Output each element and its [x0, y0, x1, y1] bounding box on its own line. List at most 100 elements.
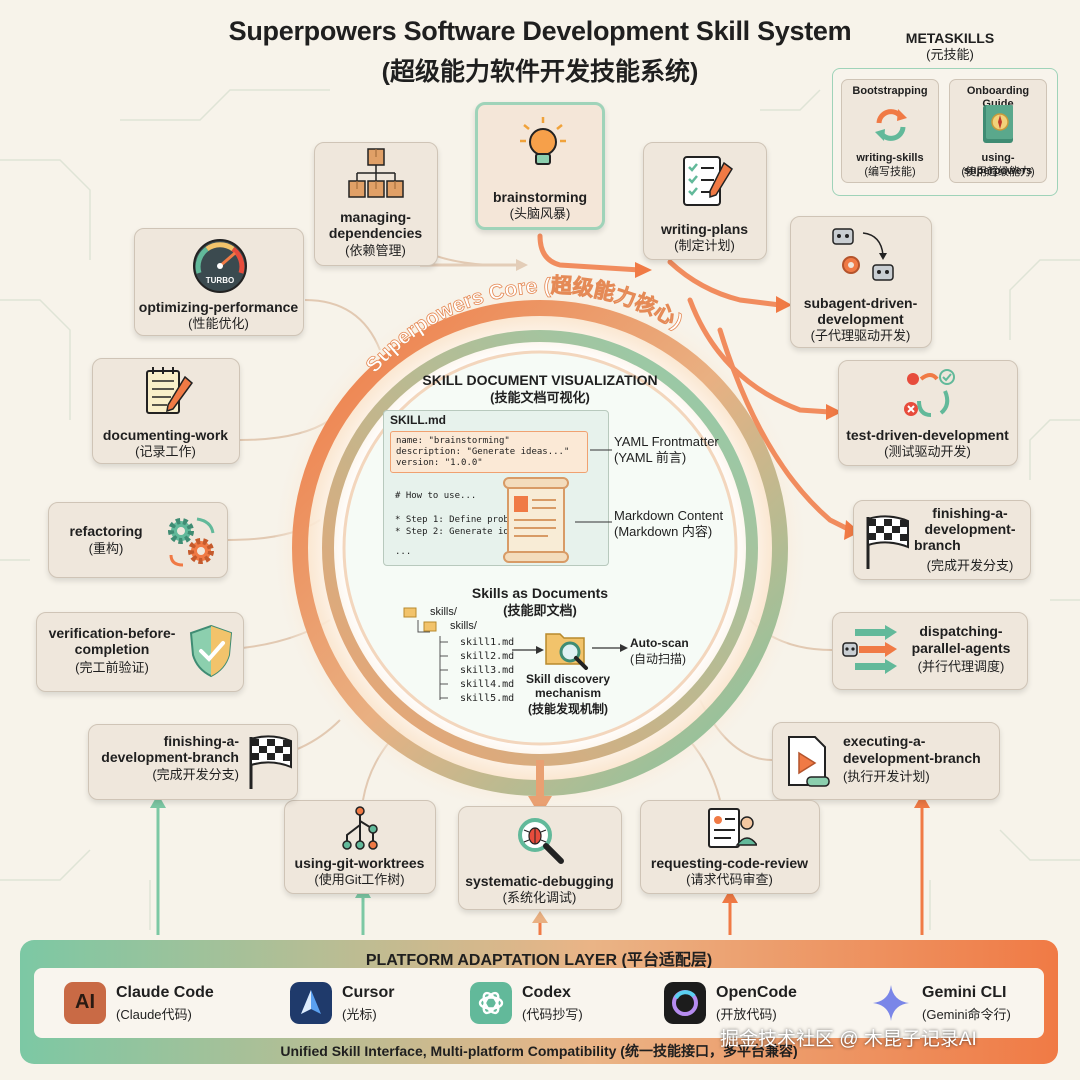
skill-name-line2: completion	[74, 641, 150, 657]
openai-logo-icon	[470, 982, 512, 1024]
skill-name-zh: (请求代码审查)	[686, 872, 773, 887]
notepad-pen-icon	[146, 367, 194, 414]
skill-card-refactoring[interactable]: refactoring (重构)	[48, 502, 228, 578]
skill-name: writing-plans	[660, 221, 749, 237]
gauge-label: TURBO	[206, 276, 234, 285]
platform-footer: Unified Skill Interface, Multi-platform …	[280, 1043, 798, 1059]
opencode-logo-icon	[664, 982, 706, 1024]
skill-name-zh: (头脑风暴)	[509, 206, 571, 221]
markdown-label-zh: (Markdown 内容)	[614, 524, 713, 539]
skill-card-optimizing-performance[interactable]: TURBO optimizing-performance (性能优化)	[134, 228, 304, 336]
checkered-flag-icon	[866, 515, 909, 569]
platform-cursor[interactable]: Cursor (光标)	[290, 980, 440, 1028]
skill-name-zh: (子代理驱动开发)	[810, 328, 911, 343]
skill-name-line2: parallel-agents	[911, 640, 1011, 656]
skill-card-dispatching-parallel-agents[interactable]: dispatching- parallel-agents (并行代理调度)	[832, 612, 1028, 690]
platform-name-zh: (代码抄写)	[522, 1007, 583, 1022]
skill-name: systematic-debugging	[465, 873, 614, 889]
review-document-icon	[708, 808, 757, 848]
metaskill-using-superpowers[interactable]: Onboarding Guide using-superpowers (使用超级…	[949, 79, 1047, 183]
skill-name-zh: (测试驱动开发)	[884, 444, 971, 459]
discovery-label-zh: (技能发现机制)	[528, 702, 608, 716]
platform-name-zh: (Claude代码)	[116, 1007, 192, 1022]
page-title: Superpowers Software Development Skill S…	[228, 16, 852, 46]
skill-name-zh: (制定计划)	[674, 238, 735, 253]
file-tab: SKILL.md	[390, 413, 446, 427]
skill-name-line2: development-branch	[101, 749, 239, 765]
platform-name: Claude Code	[116, 984, 214, 1001]
claude-logo-icon: AI	[64, 982, 106, 1024]
skill-card-test-driven-development[interactable]: test-driven-development (测试驱动开发)	[838, 360, 1018, 466]
skill-card-using-git-worktrees[interactable]: using-git-worktrees (使用Git工作树)	[284, 800, 436, 894]
boxes-tree-icon	[348, 148, 404, 198]
play-document-icon	[788, 736, 830, 787]
markdown-label: Markdown Content	[614, 508, 724, 523]
compass-book-icon	[983, 105, 1013, 143]
skill-name-zh: (使用Git工作树)	[314, 872, 405, 887]
git-tree-icon	[342, 806, 378, 850]
skill-name-zh: (并行代理调度)	[917, 659, 1005, 674]
checklist-icon	[683, 156, 733, 206]
platform-name: Cursor	[342, 984, 395, 1001]
skill-name-zh: (记录工作)	[135, 444, 196, 459]
robots-icon	[832, 228, 894, 281]
skill-card-requesting-code-review[interactable]: requesting-code-review (请求代码审查)	[640, 800, 820, 894]
metaskills-title-zh: (元技能)	[926, 47, 974, 62]
platform-gemini-cli[interactable]: Gemini CLI (Gemini命令行)	[870, 980, 1040, 1028]
watermark: 掘金技术社区 @ 木昆子记录AI	[720, 1029, 977, 1050]
shield-check-icon	[189, 624, 233, 678]
skill-card-verification-before-completion[interactable]: verification-before- completion (完工前验证)	[36, 612, 244, 692]
tree-item-file: skill4.md	[460, 679, 515, 690]
skill-card-managing-dependencies[interactable]: managing- dependencies (依赖管理)	[314, 142, 438, 266]
viz-title-zh: (技能文档可视化)	[490, 390, 590, 405]
skill-card-subagent-driven-development[interactable]: subagent-driven- development (子代理驱动开发)	[790, 216, 932, 348]
skill-card-writing-plans[interactable]: writing-plans (制定计划)	[643, 142, 767, 260]
skill-name-zh: (系统化调试)	[502, 890, 577, 905]
metaskills-title: METASKILLS	[905, 30, 995, 46]
refresh-cycle-icon	[875, 109, 907, 141]
page-title-zh: (超级能力软件开发技能系统)	[381, 58, 699, 86]
markdown-line: # How to use...	[395, 491, 477, 501]
platform-claude-code[interactable]: AI Claude Code (Claude代码)	[64, 980, 244, 1028]
skill-name-line1: subagent-driven-	[803, 295, 918, 311]
checkered-flag-icon	[249, 735, 292, 789]
metaskill-zh: (编写技能)	[864, 166, 916, 178]
tree-item-file: skill1.md	[460, 637, 515, 648]
platform-opencode[interactable]: OpenCode (开放代码)	[664, 980, 834, 1028]
platform-name-zh: (Gemini命令行)	[922, 1007, 1011, 1022]
bug-magnifier-icon	[518, 818, 564, 864]
frontmatter-block: name: "brainstorming" description: "Gene…	[390, 431, 588, 473]
skill-card-brainstorming[interactable]: brainstorming (头脑风暴)	[475, 102, 605, 230]
autoscan-label-zh: (自动扫描)	[630, 652, 686, 666]
skill-card-executing-a-development-branch[interactable]: executing-a- development-branch (执行开发计划)	[772, 722, 1000, 800]
skill-name: test-driven-development	[846, 427, 1009, 443]
metaskill-name: using-superpowers	[963, 152, 1033, 177]
docs-title-zh: (技能即文档)	[503, 603, 577, 618]
skill-name-line1: verification-before-	[48, 625, 176, 641]
frontmatter-line: version: "1.0.0"	[396, 458, 483, 468]
skill-name: documenting-work	[102, 427, 229, 443]
platform-codex[interactable]: Codex (代码抄写)	[470, 980, 630, 1028]
skill-name-line1: executing-a-	[843, 733, 926, 749]
skill-name-line2: dependencies	[328, 225, 423, 241]
skill-card-finishing-a-development-branch-left[interactable]: finishing-a- development-branch (完成开发分支)	[88, 724, 298, 800]
tree-item-file: skill2.md	[460, 651, 515, 662]
scroll-document-icon	[503, 477, 569, 563]
viz-title: SKILL DOCUMENT VISUALIZATION	[422, 372, 658, 388]
skill-name-line1: managing-	[340, 209, 411, 225]
markdown-line: ...	[395, 547, 412, 557]
cursor-logo-icon	[290, 982, 332, 1024]
gemini-star-icon	[873, 985, 909, 1021]
markdown-line: * Step 1: Define prob	[395, 515, 509, 525]
skill-card-documenting-work[interactable]: documenting-work (记录工作)	[92, 358, 240, 464]
docs-title: Skills as Documents	[471, 585, 609, 601]
skill-name-zh: (完成开发分支)	[152, 767, 239, 782]
metaskill-writing-skills[interactable]: Bootstrapping writing-skills (编写技能)	[841, 79, 939, 183]
yaml-label-zh: (YAML 前言)	[614, 450, 687, 465]
skill-card-finishing-a-development-branch-right[interactable]: finishing-a- development- branch (完成开发分支…	[853, 500, 1031, 580]
skill-card-systematic-debugging[interactable]: systematic-debugging (系统化调试)	[458, 806, 622, 910]
skill-name: refactoring	[69, 523, 143, 539]
skill-name-zh: (依赖管理)	[345, 243, 406, 258]
